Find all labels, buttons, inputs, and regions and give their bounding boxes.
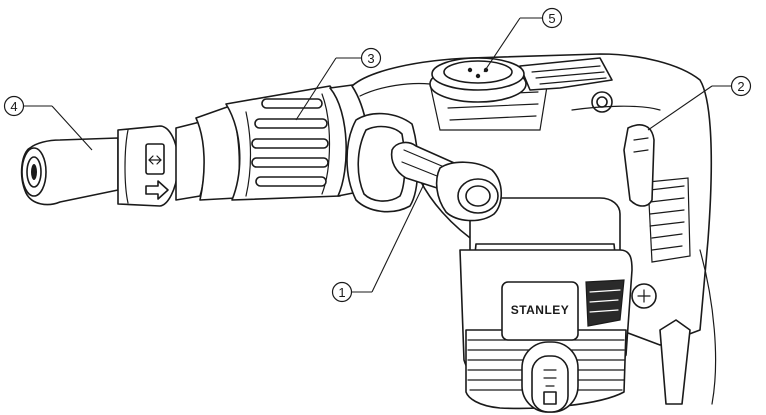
tool-holder [20,121,206,207]
callout-3: 3 [360,47,382,69]
callout-1: 1 [331,281,353,303]
callout-5-label: 5 [548,11,555,26]
top-cap [429,57,527,103]
leader-lines [24,17,731,293]
callout-4: 4 [3,95,25,117]
callout-3-label: 3 [367,51,374,66]
callout-1-label: 1 [338,285,345,300]
side-handle [346,112,503,222]
brand-logo: STANLEY [511,303,570,317]
callout-2-label: 2 [737,79,744,94]
front-barrel [195,83,370,201]
callout-2: 2 [730,75,752,97]
callout-4-label: 4 [10,99,17,114]
motor-housing: STANLEY [459,197,633,413]
callout-5: 5 [541,7,563,29]
